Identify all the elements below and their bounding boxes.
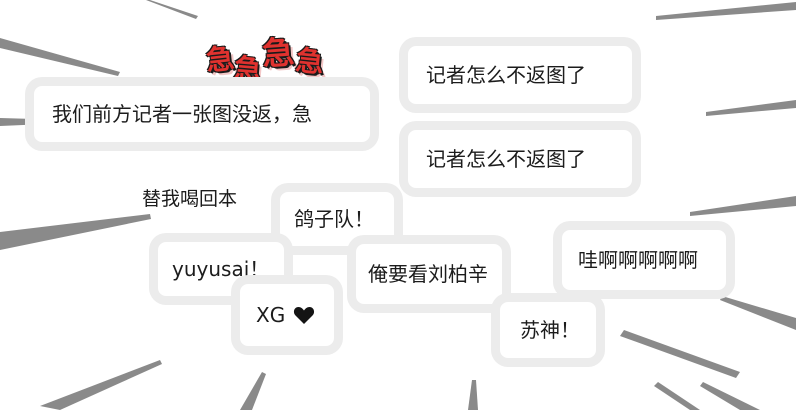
message-bubble: 我们前方记者一张图没返，急 — [34, 86, 370, 142]
speed-line — [706, 100, 796, 116]
message-text: 替我喝回本 — [142, 188, 238, 210]
urgent-sticker: 急 急 急 急 — [204, 24, 334, 87]
speed-line — [656, 2, 796, 20]
message-text-floating: 替我喝回本 — [142, 184, 237, 211]
speed-line — [0, 214, 151, 250]
message-text: 哇啊啊啊啊啊 — [578, 248, 698, 272]
sticker-char: 急 — [204, 41, 236, 78]
speed-line — [146, 0, 198, 19]
message-text: 俺要看刘柏辛 — [368, 262, 488, 286]
message-bubble: 记者怎么不返图了 — [408, 130, 632, 188]
message-text: XG — [256, 303, 286, 327]
sticker-char: 急 — [294, 43, 326, 80]
message-bubble: 俺要看刘柏辛 — [356, 244, 502, 304]
message-bubble: 鸽子队！ — [280, 192, 394, 246]
message-text: 记者怎么不返图了 — [426, 63, 586, 87]
speed-line — [720, 296, 796, 330]
speed-line — [620, 330, 740, 378]
message-bubble: 哇啊啊啊啊啊 — [562, 230, 726, 290]
sticker-char: 急 — [260, 32, 296, 74]
black-heart-icon — [294, 307, 315, 324]
speed-line — [40, 360, 162, 410]
speed-line — [0, 38, 120, 76]
message-text: 鸽子队！ — [294, 207, 374, 231]
speed-line — [240, 372, 266, 410]
message-text: 我们前方记者一张图没返，急 — [52, 102, 312, 126]
speed-line — [468, 380, 478, 410]
message-bubble: 苏神！ — [500, 302, 596, 358]
speed-line — [654, 382, 700, 410]
sticker-char: 急 — [232, 51, 264, 88]
speed-line — [690, 196, 796, 216]
message-text: 苏神！ — [520, 318, 580, 342]
message-bubble: XG — [240, 284, 334, 346]
message-text: 记者怎么不返图了 — [426, 147, 586, 171]
speed-line — [700, 382, 760, 410]
message-text: yuyusai！ — [172, 257, 270, 281]
message-bubble: 记者怎么不返图了 — [408, 46, 632, 104]
